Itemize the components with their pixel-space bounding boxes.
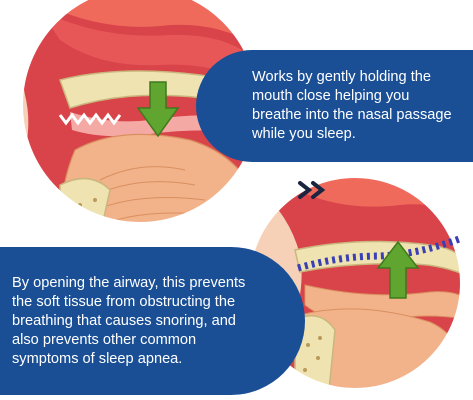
top-caption: Works by gently holding the mouth close …	[252, 69, 452, 142]
bottom-caption-panel: By opening the airway, this prevents the…	[0, 247, 305, 395]
airflow-chevron-icon	[298, 181, 326, 199]
airway-dashes	[297, 234, 464, 272]
top-caption-panel: Works by gently holding the mouth close …	[196, 50, 473, 162]
bottom-caption: By opening the airway, this prevents the…	[12, 274, 246, 367]
down-arrow-icon	[136, 81, 180, 138]
up-arrow-icon	[376, 240, 420, 299]
